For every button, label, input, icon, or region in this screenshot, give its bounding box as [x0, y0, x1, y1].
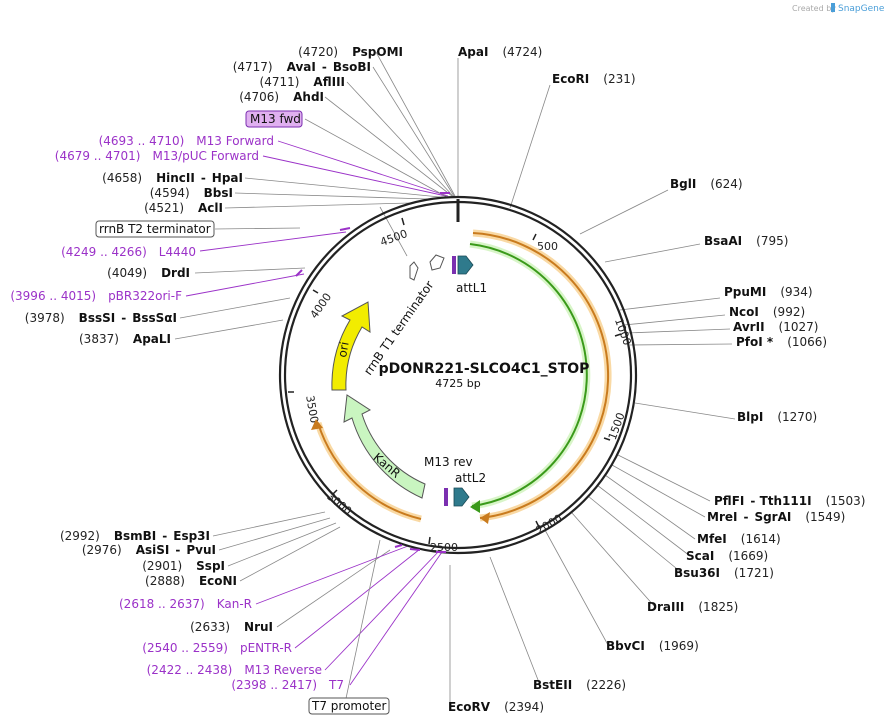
svg-text:ScaI(1669): ScaI(1669) [686, 549, 768, 563]
svg-text:PflFI-Tth111I(1503): PflFI-Tth111I(1503) [714, 494, 865, 508]
svg-text:(3978)BssSI-BssSαI: (3978)BssSI-BssSαI [25, 311, 177, 325]
snapgene-name: SnapGene [838, 4, 885, 14]
svg-text:(4658)HincII-HpaI: (4658)HincII-HpaI [102, 171, 243, 185]
m13-fwd-box: M13 fwd [245, 110, 303, 128]
map-length: 4725 bp [435, 377, 480, 390]
tick-4000: 4000 [308, 291, 335, 321]
created-by-text: Created by [792, 4, 836, 13]
svg-text:(3996 .. 4015)pBR322ori-F: (3996 .. 4015)pBR322ori-F [10, 289, 182, 303]
tick-1000: 1000 [612, 316, 634, 347]
svg-text:(4049)DrdI: (4049)DrdI [107, 266, 190, 280]
svg-text:BlpI(1270): BlpI(1270) [737, 410, 817, 424]
svg-text:(2992)BsmBI-Esp3I: (2992)BsmBI-Esp3I [60, 529, 210, 543]
svg-text:DraIII(1825): DraIII(1825) [647, 600, 738, 614]
svg-text:(2901)SspI: (2901)SspI [142, 559, 225, 573]
svg-text:(2976)AsiSI-PvuI: (2976)AsiSI-PvuI [82, 543, 216, 557]
svg-text:(2422 .. 2438)M13 Reverse: (2422 .. 2438)M13 Reverse [147, 663, 322, 677]
map-title: pDONR221-SLCO4C1_STOP [379, 361, 590, 377]
ori-label: ori [335, 341, 351, 359]
backbone [278, 195, 638, 555]
tick-2500: 2500 [430, 541, 458, 554]
svg-text:(4679 .. 4701)M13/pUC Forward: (4679 .. 4701)M13/pUC Forward [55, 149, 259, 163]
enzyme-labels-left: (4720)PspOMI (4717)AvaI-BsoBI (4711)AflI… [25, 45, 403, 634]
svg-text:BstEII(2226): BstEII(2226) [533, 678, 626, 692]
primer-marks [295, 192, 450, 553]
svg-text:MfeI(1614): MfeI(1614) [697, 532, 781, 546]
svg-text:(4706)AhdI: (4706)AhdI [239, 90, 324, 104]
t7-promoter-box: T7 promoter [308, 697, 390, 715]
svg-text:T7 promoter: T7 promoter [311, 699, 387, 713]
svg-text:AvrII(1027): AvrII(1027) [733, 320, 818, 334]
svg-text:NcoI(992): NcoI(992) [729, 305, 805, 319]
m13-rev-label: M13 rev [424, 455, 473, 469]
svg-text:(2633)NruI: (2633)NruI [190, 620, 273, 634]
tick-3500: 3500 [303, 394, 321, 424]
svg-text:BglI(624): BglI(624) [670, 177, 743, 191]
primer-labels: (4693 .. 4710)M13 Forward (4679 .. 4701)… [10, 134, 344, 692]
svg-text:(4521)AclI: (4521)AclI [144, 201, 223, 215]
attl2-label: attL2 [455, 471, 486, 485]
svg-text:(4249 .. 4266)L4440: (4249 .. 4266)L4440 [61, 245, 196, 259]
tick-4500: 4500 [378, 227, 409, 249]
orange-feature-arcs [311, 229, 612, 524]
svg-text:MreI-SgrAI(1549): MreI-SgrAI(1549) [707, 510, 845, 524]
enzyme-lines-left [174, 51, 456, 628]
attl1-feature: attL1 [452, 255, 487, 295]
svg-text:(4693 .. 4710)M13 Forward: (4693 .. 4710)M13 Forward [99, 134, 274, 148]
enzyme-lines-right [449, 58, 736, 705]
green-feature-arc [469, 240, 591, 513]
svg-text:EcoRV(2394): EcoRV(2394) [448, 700, 544, 714]
attl1-label: attL1 [456, 281, 487, 295]
svg-text:(4711)AflIII: (4711)AflIII [260, 75, 345, 89]
attl2-feature: attL2 M13 rev [424, 455, 486, 507]
svg-text:(2398 .. 2417)T7: (2398 .. 2417)T7 [231, 678, 344, 692]
svg-text:(4594)BbsI: (4594)BbsI [150, 186, 233, 200]
svg-text:(2888)EcoNI: (2888)EcoNI [145, 574, 237, 588]
svg-text:M13 fwd: M13 fwd [250, 112, 301, 126]
svg-text:BbvCI(1969): BbvCI(1969) [606, 639, 699, 653]
svg-text:ApaI(4724): ApaI(4724) [458, 45, 542, 59]
svg-text:PpuMI(934): PpuMI(934) [724, 285, 813, 299]
snapgene-logo: Created by SnapGene [792, 3, 885, 14]
svg-text:(2540 .. 2559)pENTR-R: (2540 .. 2559)pENTR-R [142, 641, 292, 655]
snapgene-icon [831, 3, 835, 12]
svg-text:(4720)PspOMI: (4720)PspOMI [298, 45, 403, 59]
rrnb-t1-feature: rrnB T1 terminator [361, 254, 445, 378]
svg-text:rrnB T2 terminator: rrnB T2 terminator [99, 222, 211, 236]
svg-text:(2618 .. 2637)Kan-R: (2618 .. 2637)Kan-R [119, 597, 252, 611]
svg-text:PfoI *(1066): PfoI *(1066) [736, 335, 827, 349]
svg-text:(3837)ApaLI: (3837)ApaLI [79, 332, 171, 346]
tick-3000: 3000 [324, 490, 354, 518]
primer-lines [185, 118, 449, 704]
svg-text:Bsu36I(1721): Bsu36I(1721) [674, 566, 774, 580]
tick-500: 500 [537, 240, 558, 253]
tick-marks: 500 1000 1500 2000 2500 3000 3500 4000 4… [288, 217, 634, 554]
tick-2000: 2000 [534, 512, 565, 537]
ori-feature: ori [331, 301, 371, 391]
svg-text:EcoRI(231): EcoRI(231) [552, 72, 636, 86]
enzyme-name: ApaI [458, 45, 488, 59]
svg-text:BsaAI(795): BsaAI(795) [704, 234, 788, 248]
rrnb-t2-box: rrnB T2 terminator [95, 220, 215, 238]
svg-text:(4717)AvaI-BsoBI: (4717)AvaI-BsoBI [233, 60, 371, 74]
enzyme-labels-right: ApaI(4724) EcoRI(231) BglI(624) BsaAI(79… [448, 45, 865, 714]
